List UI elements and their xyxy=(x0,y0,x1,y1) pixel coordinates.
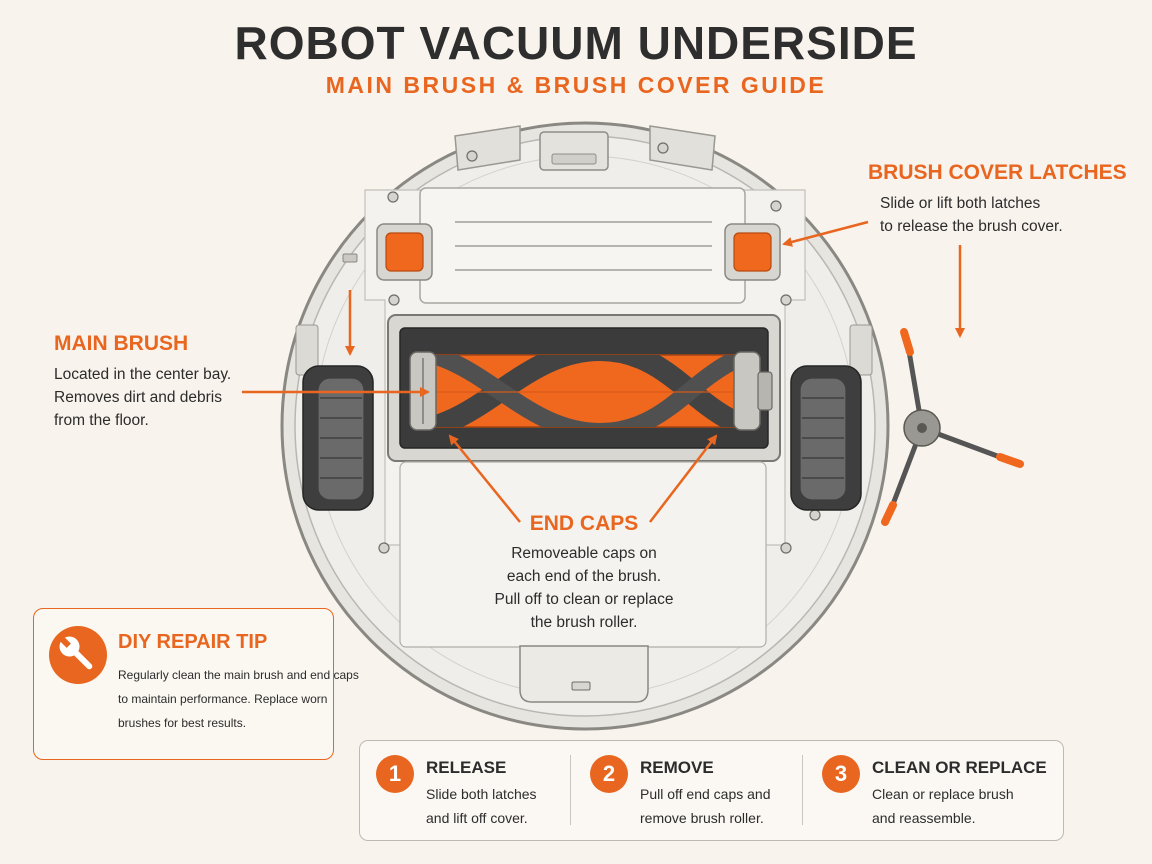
step-number-badge: 1 xyxy=(376,755,414,793)
step-number-badge: 3 xyxy=(822,755,860,793)
lower-panel xyxy=(399,461,767,703)
step-clean-or-replace: 3 CLEAN OR REPLACE Clean or replace brus… xyxy=(806,741,1062,840)
wheel-right xyxy=(790,365,862,511)
main-brush-callout-text: Located in the center bay. Removes dirt … xyxy=(54,366,232,429)
step-text: Clean or replace brush and reassemble. xyxy=(872,786,1014,826)
step-title: REMOVE xyxy=(640,758,714,777)
brush-cover-latch-right[interactable] xyxy=(724,223,781,281)
end-cap-right[interactable] xyxy=(733,351,773,431)
brush-cover-latch-left[interactable] xyxy=(376,223,433,281)
wrench-icon xyxy=(49,626,107,684)
tip-text: Regularly clean the main brush and end c… xyxy=(118,668,359,730)
side-brush xyxy=(881,328,1024,526)
end-caps-callout-text: Removeable caps on each end of the brush… xyxy=(494,545,674,631)
latches-callout-title: BRUSH COVER LATCHES xyxy=(868,161,1127,184)
step-number-badge: 2 xyxy=(590,755,628,793)
wheel-left xyxy=(302,365,374,511)
step-divider xyxy=(570,755,571,825)
page-subtitle: MAIN BRUSH & BRUSH COVER GUIDE xyxy=(325,72,827,98)
page-title: ROBOT VACUUM UNDERSIDE xyxy=(234,17,918,69)
steps-panel: 1 RELEASE Slide both latches and lift of… xyxy=(359,740,1064,841)
end-caps-callout-title: END CAPS xyxy=(529,512,639,535)
step-release: 1 RELEASE Slide both latches and lift of… xyxy=(360,741,570,840)
tip-title: DIY REPAIR TIP xyxy=(118,631,268,653)
step-title: RELEASE xyxy=(426,758,507,777)
main-brush-roller[interactable] xyxy=(400,350,780,432)
main-brush-callout-title: MAIN BRUSH xyxy=(54,332,189,355)
step-divider xyxy=(802,755,803,825)
step-title: CLEAN OR REPLACE xyxy=(872,758,1047,777)
step-text: Pull off end caps and remove brush rolle… xyxy=(640,786,771,826)
diy-tip-box: DIY REPAIR TIP Regularly clean the main … xyxy=(33,608,359,760)
latches-callout-text: Slide or lift both latches to release th… xyxy=(880,195,1063,235)
step-remove: 2 REMOVE Pull off end caps and remove br… xyxy=(574,741,802,840)
callout-arrows xyxy=(242,220,965,523)
top-cover-panel xyxy=(419,187,746,304)
step-text: Slide both latches and lift off cover. xyxy=(426,786,537,826)
